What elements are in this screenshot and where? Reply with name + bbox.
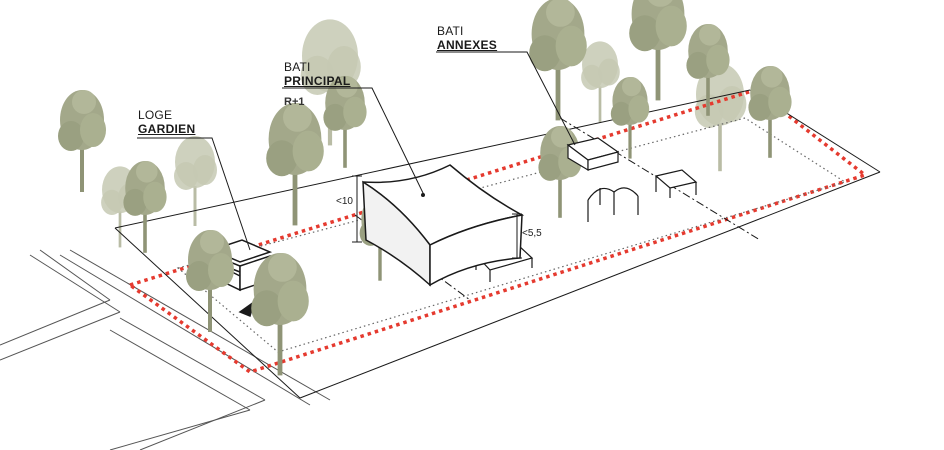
annexes-label-line1: BATI: [437, 24, 464, 38]
loge-label-line2: GARDIEN: [138, 122, 196, 136]
loge-label-line1: LOGE: [138, 108, 173, 122]
leader-lines: [137, 51, 576, 251]
principal-label-line2: PRINCIPAL: [284, 74, 351, 88]
annexes-label-line2: ANNEXES: [437, 38, 498, 52]
bati-annexes-label: BATI ANNEXES: [437, 24, 497, 52]
height-principal: <10: [336, 196, 353, 207]
dimension-markers: [352, 175, 522, 259]
main-building: [362, 164, 525, 287]
principal-floors: R+1: [284, 96, 305, 108]
height-secondary: <5,5: [522, 228, 542, 239]
road-lines: [0, 249, 331, 450]
principal-label-line1: BATI: [284, 60, 311, 74]
bati-principal-label: BATI PRINCIPAL: [284, 60, 350, 88]
loge-gardien-label: LOGE GARDIEN: [138, 108, 195, 136]
